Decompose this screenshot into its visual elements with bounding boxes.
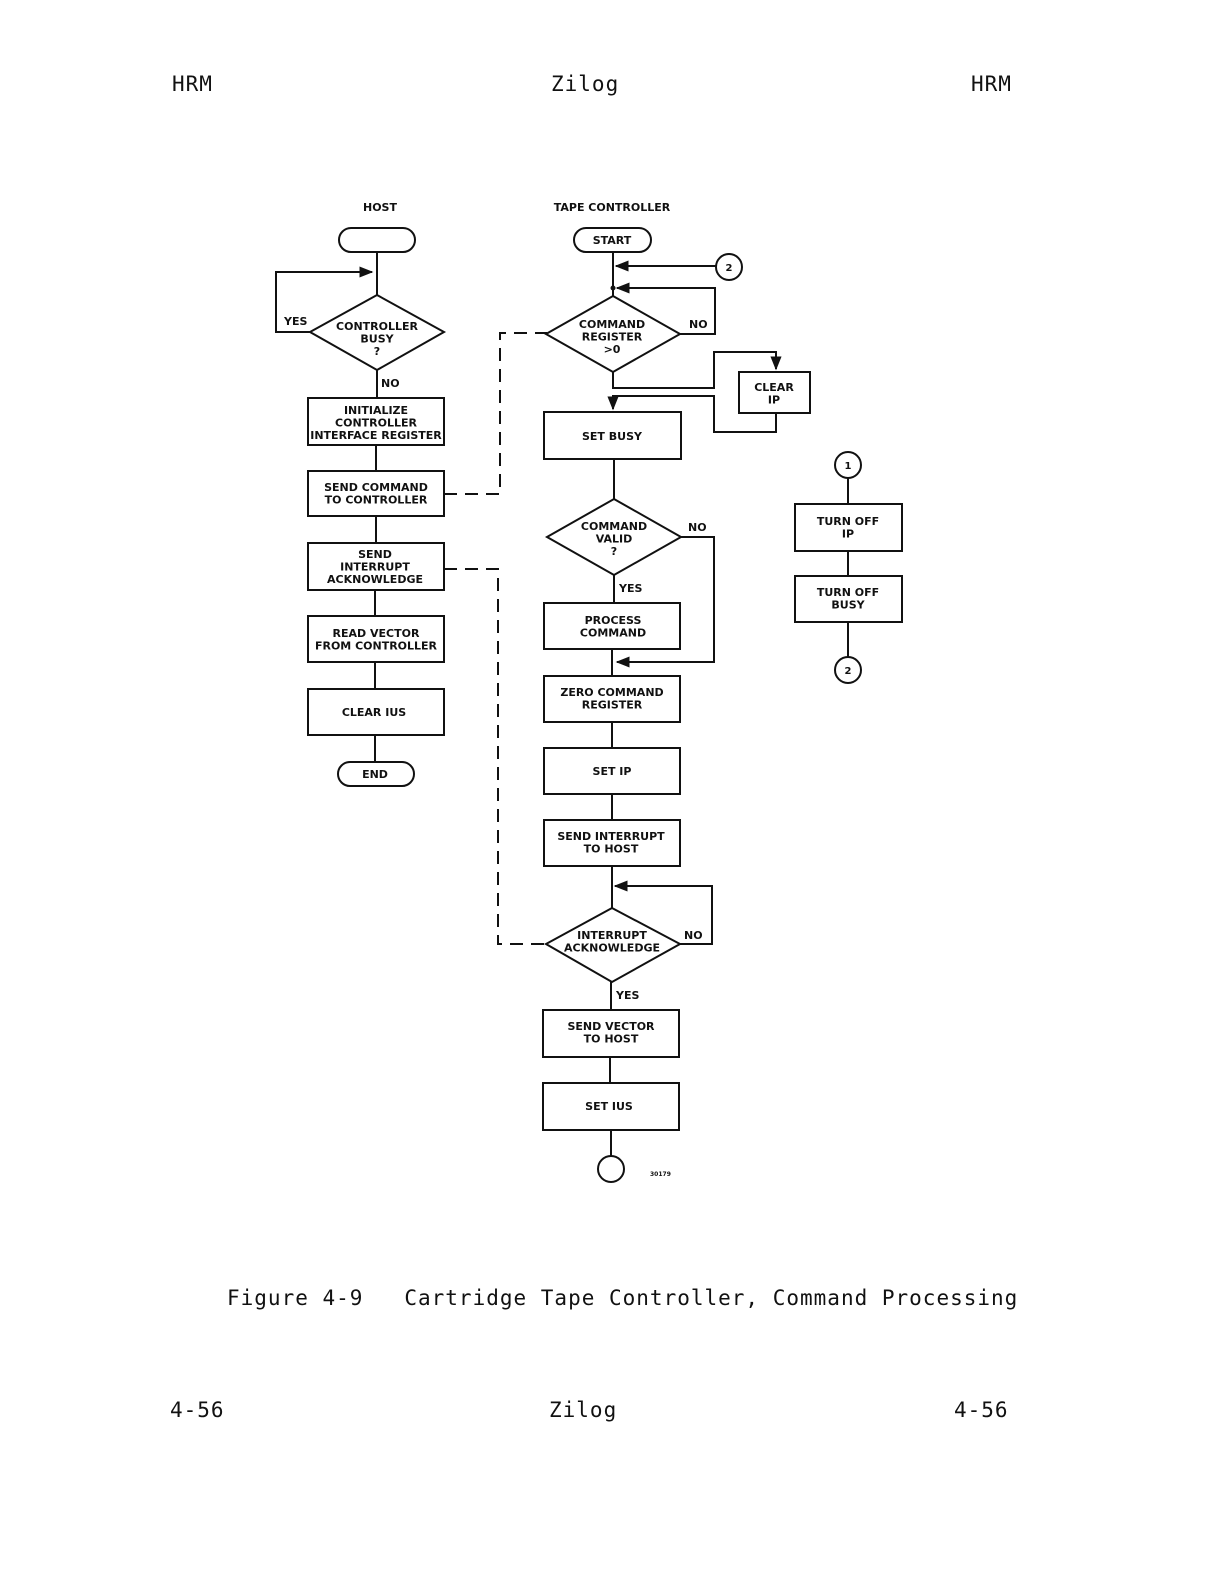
tape-no-label-2: NO [688,521,707,534]
host-no-label: NO [381,377,400,390]
tape-connector-2 [715,253,743,281]
host-column-title: HOST [363,201,397,214]
sub-connector-1-label: 1 [845,461,852,472]
figure-caption: Figure 4-9 Cartridge Tape Controller, Co… [227,1286,1019,1310]
tape-end-connector [597,1155,625,1183]
header-center: Zilog [551,72,620,96]
footer-left: 4-56 [170,1398,225,1422]
host-start-terminal [338,227,416,253]
host-clear-ius-label: CLEAR IUS [342,706,406,719]
host-end-label: END [362,768,388,781]
tape-start-label: START [593,234,632,247]
footer-center: Zilog [549,1398,618,1422]
tape-clear-ip-box [738,371,811,414]
host-end-terminal [337,761,415,787]
tape-set-ip-label: SET IP [593,765,632,778]
tape-yes-label-3: YES [615,989,639,1002]
dashed-link-command [444,332,547,495]
tape-no-label-3: NO [684,929,703,942]
header-right: HRM [971,72,1012,96]
header-left: HRM [172,72,213,96]
tape-set-busy-label: SET BUSY [582,430,643,443]
figure-reference-number: 30179 [650,1171,671,1178]
tape-column-title: TAPE CONTROLLER [554,201,671,214]
tape-connector-2-label: 2 [726,263,733,274]
host-yes-label: YES [283,315,307,328]
sub-connector-2 [834,656,862,684]
tape-set-busy-box [543,411,682,460]
sub-connector-2-label: 2 [845,666,852,677]
tape-set-ius-label: SET IUS [585,1100,633,1113]
tape-yes-label-2: YES [618,582,642,595]
tape-no-label-1: NO [689,318,708,331]
dashed-link-ack [444,568,547,945]
footer-right: 4-56 [954,1398,1009,1422]
